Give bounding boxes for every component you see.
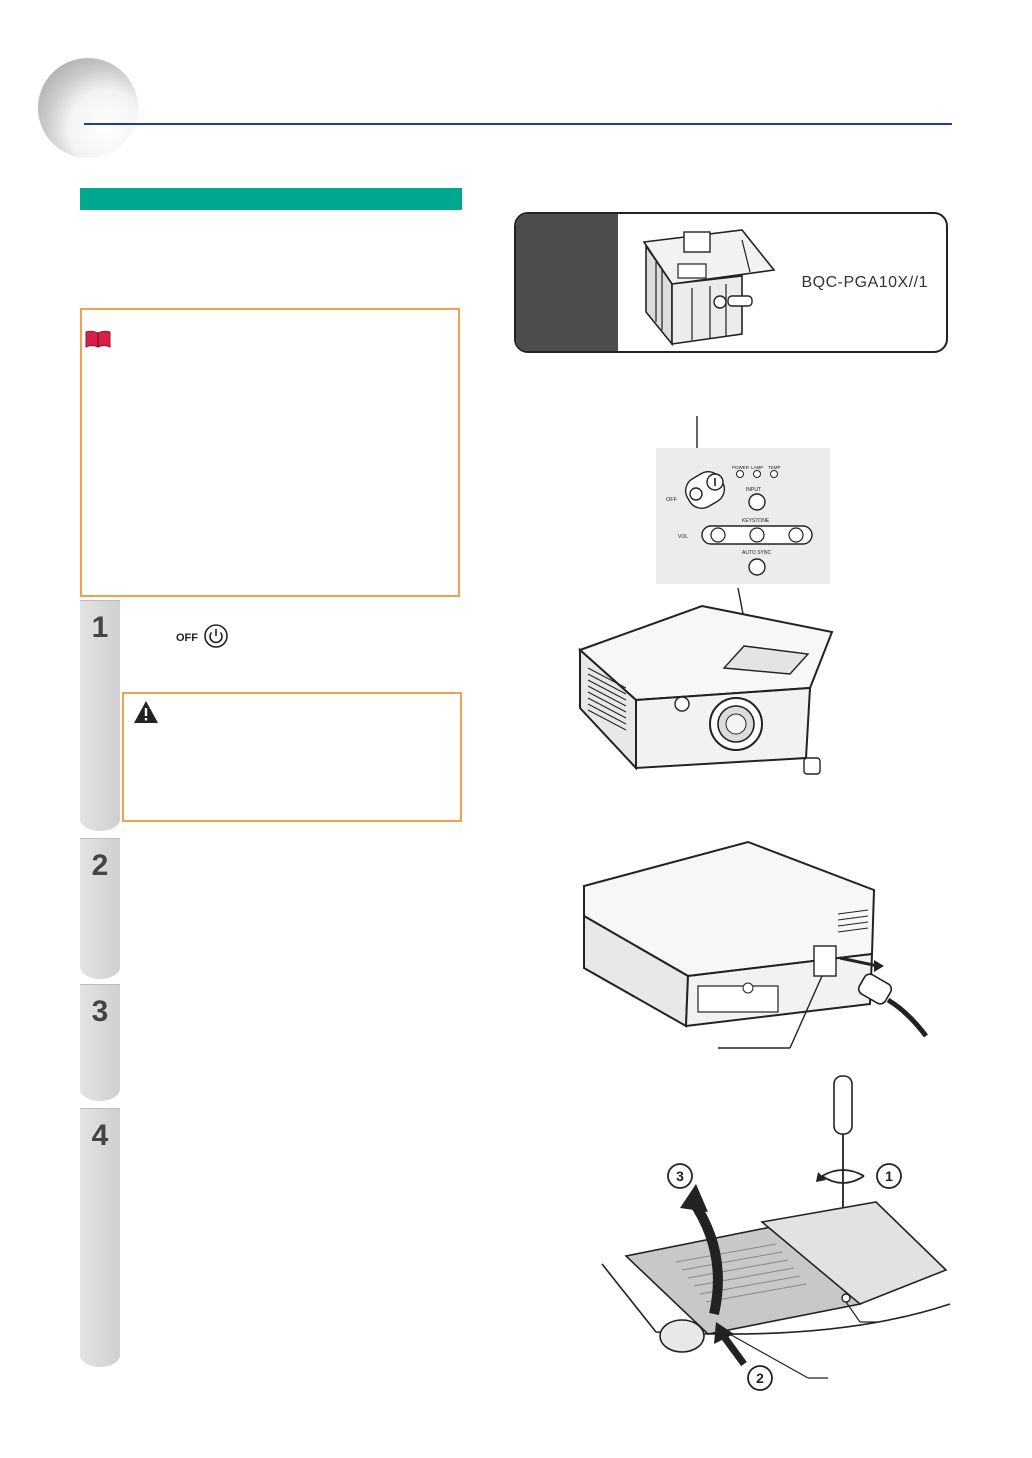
- cp-off-label: OFF: [666, 497, 678, 503]
- cp-keystone-label: KEYSTONE: [742, 518, 770, 524]
- book-icon: [85, 330, 111, 348]
- warning-box: [122, 692, 462, 822]
- cp-vol-label: VOL: [678, 534, 688, 540]
- off-button-glyph: OFF: [174, 622, 234, 652]
- off-label: OFF: [176, 632, 198, 644]
- info-box: [80, 308, 460, 597]
- cp-input-label: INPUT: [746, 487, 761, 493]
- callout-2: 2: [756, 1370, 764, 1386]
- step-tab-1: 1: [80, 600, 120, 831]
- step-tab-4: 4: [80, 1108, 120, 1367]
- header-decoration: [38, 58, 138, 158]
- cp-temp-label: TEMP: [768, 465, 781, 470]
- step-tab-2: 2: [80, 838, 120, 979]
- step-number: 4: [91, 1119, 109, 1152]
- lamp-unit-label-area: [516, 214, 618, 351]
- step-tab-3: 3: [80, 984, 120, 1101]
- projector-rear-illustration: [583, 840, 928, 1049]
- cp-power-label: POWER: [732, 465, 750, 470]
- step-number: 3: [91, 995, 109, 1028]
- lamp-unit-box: BQC-PGA10X//1: [514, 212, 948, 353]
- header-rule: [84, 123, 952, 125]
- warning-icon: [133, 700, 159, 724]
- lamp-unit-code: BQC-PGA10X//1: [801, 274, 928, 291]
- control-panel-illustration: OFF POWER LAMP TEMP INPUT KEYSTONE VOL A…: [656, 416, 830, 584]
- cp-lamp-label: LAMP: [751, 465, 763, 470]
- section-heading-bar: [80, 188, 462, 210]
- lamp-unit-illustration: [642, 229, 776, 347]
- cp-auto-sync-label: AUTO SYNC: [742, 550, 771, 556]
- projector-front-illustration: [578, 588, 834, 775]
- step-number: 2: [91, 849, 109, 882]
- callout-1: 1: [885, 1168, 893, 1184]
- step-number: 1: [91, 611, 109, 644]
- lamp-cover-removal-illustration: 1 3 2: [601, 1075, 951, 1391]
- callout-3: 3: [676, 1168, 684, 1184]
